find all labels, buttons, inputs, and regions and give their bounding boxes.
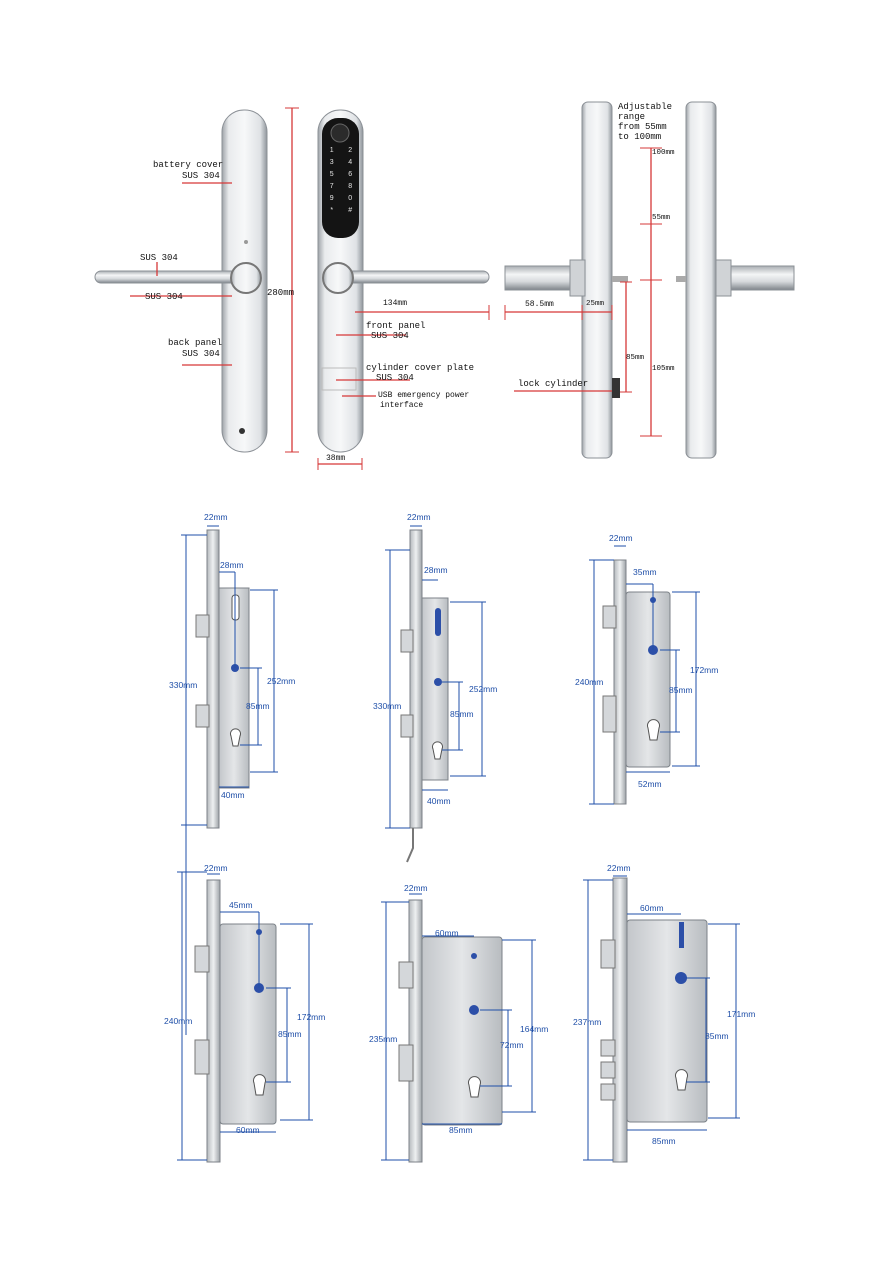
lock2-center-dim: 85mm [450, 709, 474, 719]
usb-interface-line1: USB emergency power [378, 391, 470, 400]
dim-25mm: 25mm [586, 300, 605, 308]
lock1-face-dim: 22mm [204, 512, 228, 522]
lock4-backset-dim: 45mm [229, 900, 253, 910]
front-rose [322, 262, 354, 294]
side-plate-left [581, 101, 613, 459]
lock5-height-dim: 235mm [369, 1034, 398, 1044]
mortise-lock-5 [381, 893, 536, 1163]
front-lever [334, 270, 490, 284]
adjustable-line1: Adjustable [618, 102, 673, 112]
lock1-height-dim: 330mm [169, 680, 198, 690]
lock3-face-dim: 22mm [609, 533, 633, 543]
lock4-face-dim: 22mm [204, 863, 228, 873]
back-lever [94, 270, 246, 284]
lock5-backset-dim: 60mm [435, 928, 459, 938]
mortise-locks-art [177, 525, 740, 1163]
dim-105mm: 105mm [652, 365, 675, 373]
back-panel-label: back panel [168, 338, 223, 348]
adjustable-line4: to 100mm [618, 132, 662, 142]
front-panel-label: front panel [366, 321, 426, 331]
usb-interface-line2: interface [380, 401, 424, 410]
lever-length-dimension: 134mm [383, 299, 408, 308]
cylinder-cover [321, 367, 357, 391]
height-dimension: 280mm [267, 288, 295, 298]
lock3-bottom-dim: 52mm [638, 779, 662, 789]
handle-diagram-art [94, 101, 795, 470]
adjustable-line3: from 55mm [618, 122, 667, 132]
lock6-center-dim: 85mm [705, 1031, 729, 1041]
mortise-locks: 22mm 28mm 330mm 252mm 85mm 40mm 22mm 28m… [0, 500, 893, 1190]
key-2[interactable]: 2 [348, 147, 353, 154]
mortise-lock-1 [181, 525, 278, 829]
lock3-center-dim: 85mm [669, 685, 693, 695]
lock-cylinder-label: lock cylinder [518, 379, 589, 389]
lock5-center-dim: 72mm [500, 1040, 524, 1050]
key-9[interactable]: 9 [329, 195, 334, 202]
handle-material-bottom: SUS 304 [145, 292, 183, 302]
lock1-bottom-dim: 40mm [221, 790, 245, 800]
key-star[interactable]: * [330, 207, 334, 214]
lock6-backset-dim: 60mm [640, 903, 664, 913]
mortise-lock-4 [177, 871, 313, 1163]
key-5[interactable]: 5 [329, 171, 334, 178]
side-plate-right [685, 101, 717, 459]
lock3-height-dim: 240mm [575, 677, 604, 687]
mortise-lock-6 [583, 875, 740, 1163]
battery-cover-material: SUS 304 [182, 171, 220, 181]
lock2-face-dim: 22mm [407, 512, 431, 522]
lock6-bottom-dim: 85mm [652, 1136, 676, 1146]
mortise-lock-2 [385, 525, 486, 863]
cylinder-cover-plate-label: cylinder cover plate [366, 363, 475, 373]
cylinder-cover-material: SUS 304 [376, 373, 414, 383]
dim-55mm: 55mm [652, 214, 671, 222]
lock5-span-dim: 164mm [520, 1024, 549, 1034]
adjustable-line2: range [618, 112, 646, 122]
keypad-grid: 1 2 3 4 5 6 7 8 9 0 * # [325, 147, 357, 214]
lock4-center-dim: 85mm [278, 1029, 302, 1039]
front-panel-material: SUS 304 [371, 331, 409, 341]
lock2-bottom-dim: 40mm [427, 796, 451, 806]
lock1-center-dim: 85mm [246, 701, 270, 711]
lock5-bottom-dim: 85mm [449, 1125, 473, 1135]
lock1-span-dim: 252mm [267, 676, 296, 686]
dim-85mm: 85mm [626, 354, 645, 362]
back-panel-material: SUS 304 [182, 349, 220, 359]
lock2-backset-dim: 28mm [424, 565, 448, 575]
lock4-span-dim: 172mm [297, 1012, 326, 1022]
lock6-span-dim: 171mm [727, 1009, 756, 1019]
key-3[interactable]: 3 [329, 159, 334, 166]
lock4-height-dim: 240mm [164, 1016, 193, 1026]
key-6[interactable]: 6 [348, 171, 353, 178]
dim-100mm: 100mm [652, 149, 675, 157]
key-0[interactable]: 0 [348, 195, 353, 202]
lock6-face-dim: 22mm [607, 863, 631, 873]
back-rose [230, 262, 262, 294]
lock5-face-dim: 22mm [404, 883, 428, 893]
width-dimension: 38mm [326, 454, 346, 463]
fingerprint-sensor [330, 123, 350, 143]
battery-cover-label: battery cover [153, 160, 224, 170]
lock2-height-dim: 330mm [373, 701, 402, 711]
key-4[interactable]: 4 [348, 159, 353, 166]
key-1[interactable]: 1 [329, 147, 334, 154]
lock4-bottom-dim: 60mm [236, 1125, 260, 1135]
dim-58-5mm: 58.5mm [525, 300, 554, 309]
key-7[interactable]: 7 [329, 183, 334, 190]
handle-diagram: 1 2 3 4 5 6 7 8 9 0 * # battery cover SU… [0, 0, 893, 480]
key-8[interactable]: 8 [348, 183, 353, 190]
mortise-lock-3 [589, 545, 700, 805]
back-panel-screw [239, 428, 245, 434]
lock2-span-dim: 252mm [469, 684, 498, 694]
handle-material-top: SUS 304 [140, 253, 178, 263]
lock1-backset-dim: 28mm [220, 560, 244, 570]
lock3-backset-dim: 35mm [633, 567, 657, 577]
keypad-area [322, 118, 359, 238]
key-hash[interactable]: # [348, 207, 353, 214]
lock3-span-dim: 172mm [690, 665, 719, 675]
lock6-height-dim: 237mm [573, 1017, 602, 1027]
